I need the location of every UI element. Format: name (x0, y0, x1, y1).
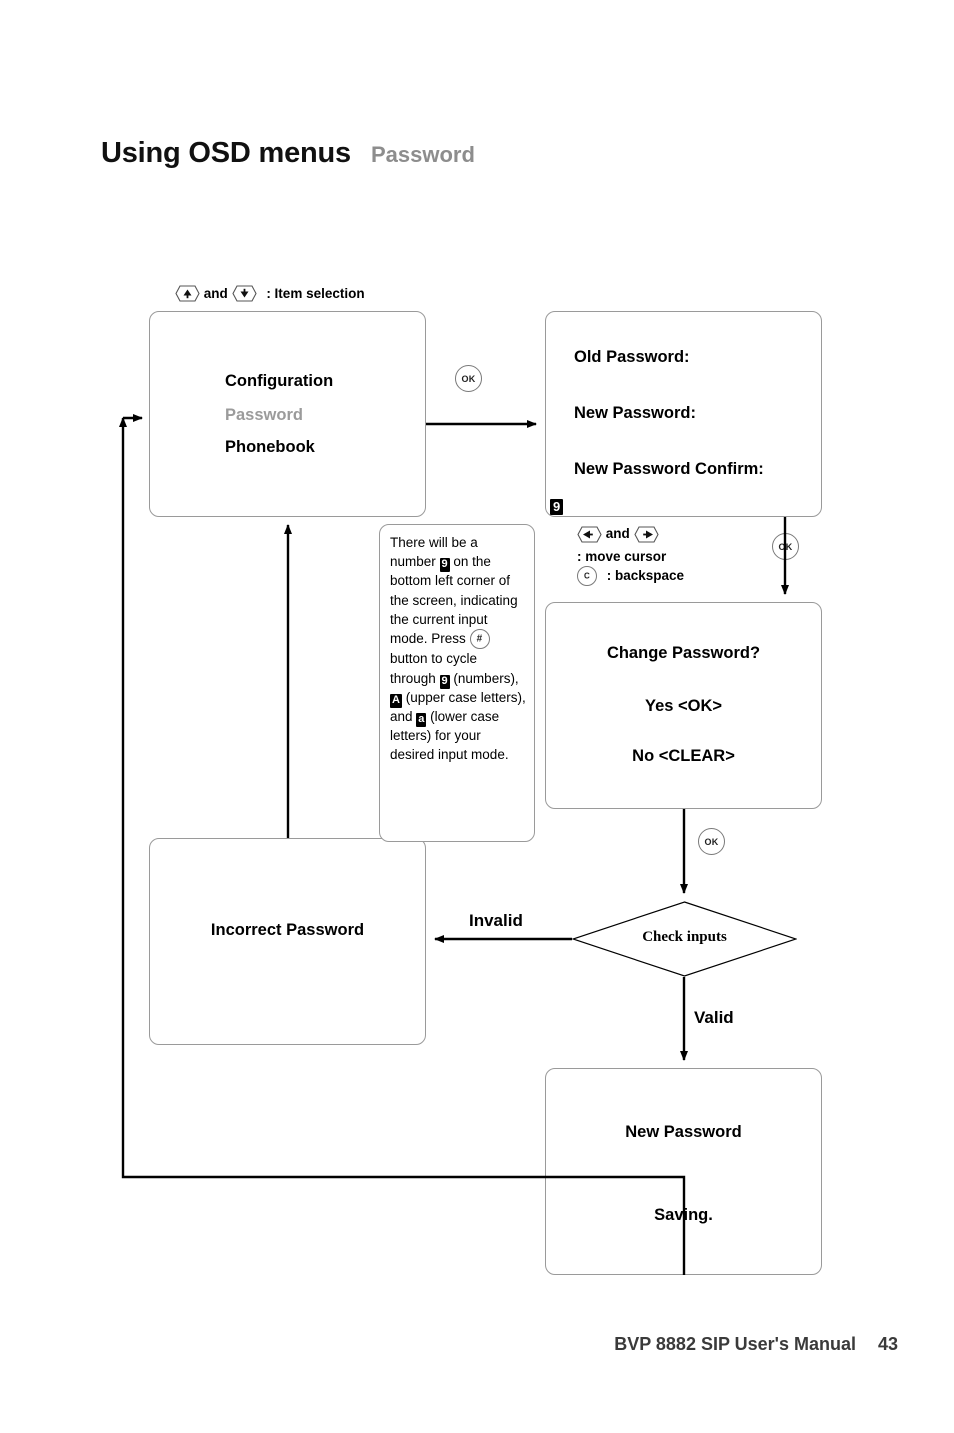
clear-key-label: C (584, 571, 590, 581)
ok-key-icon-password-to-confirm: OK (772, 533, 799, 560)
new-password-label: New Password (625, 1123, 742, 1141)
input-mode-indicator: 9 (550, 497, 564, 515)
legend-item-selection: and : Item selection (175, 285, 365, 302)
footer-page-number: 43 (877, 1334, 898, 1354)
field-new-password-label: New Password: (574, 404, 696, 422)
footer-manual-title: BVP 8882 SIP User's Manual (614, 1334, 856, 1354)
legend-cursor-and-label: and (605, 526, 630, 542)
decision-label: Check inputs (642, 929, 727, 945)
branch-label-valid: Valid (694, 1008, 734, 1027)
note-glyph-lower: a (416, 713, 427, 728)
left-arrow-key-icon (577, 526, 602, 543)
saving-label: Saving. (654, 1206, 713, 1224)
clear-key-icon: C (577, 566, 597, 586)
incorrect-password-label: Incorrect Password (210, 921, 365, 939)
field-old-password-label: Old Password: (574, 348, 690, 366)
screen-configuration-menu: Configuration Password Phonebook (149, 311, 426, 517)
decision-check-inputs: Check inputs (572, 901, 797, 977)
note-input-mode: There will be a number 9 on the bottom l… (379, 524, 535, 842)
note-text-part4: (numbers), (449, 670, 519, 686)
legend-cursor-controls: and : move cursor C : backspace (577, 526, 684, 586)
legend-backspace-label: : backspace (606, 567, 685, 583)
confirm-question: Change Password? (606, 644, 761, 662)
menu-item-password: Password (225, 406, 303, 424)
note-glyph-numbers-2: 9 (439, 674, 450, 689)
down-arrow-key-icon (231, 285, 257, 302)
page-title: Using OSD menus Password (101, 137, 475, 170)
menu-item-configuration: Configuration (225, 372, 334, 390)
legend-move-cursor-label: : move cursor (577, 549, 667, 564)
screen-new-password-saving: New Password Saving. (545, 1068, 822, 1275)
input-mode-glyph: 9 (550, 499, 564, 515)
screen-password-entry: Old Password: New Password: New Password… (545, 311, 822, 517)
up-arrow-key-icon (175, 285, 200, 302)
confirm-yes-option: Yes <OK> (644, 697, 723, 715)
screen-incorrect-password: Incorrect Password (149, 838, 426, 1045)
page-title-main: Using OSD menus (101, 137, 351, 169)
ok-key-icon-menu-to-password: OK (455, 365, 482, 392)
hash-key-icon: # (469, 629, 490, 650)
legend-item-selection-label: : Item selection (266, 286, 365, 301)
ok-key-icon-confirm-to-check: OK (698, 828, 725, 855)
confirm-no-option: No <CLEAR> (632, 747, 735, 765)
screen-change-password-confirm: Change Password? Yes <OK> No <CLEAR> (545, 602, 822, 809)
legend-and-label: and (203, 286, 228, 301)
right-arrow-key-icon (633, 526, 659, 543)
branch-label-invalid: Invalid (469, 911, 523, 930)
footer: BVP 8882 SIP User's Manual 43 (614, 1334, 898, 1355)
field-new-password-confirm-label: New Password Confirm: (574, 460, 764, 478)
page-title-sub: Password (371, 142, 475, 167)
note-glyph-upper: A (390, 693, 402, 708)
note-glyph-numbers-1: 9 (439, 558, 450, 573)
menu-item-phonebook: Phonebook (225, 438, 315, 456)
